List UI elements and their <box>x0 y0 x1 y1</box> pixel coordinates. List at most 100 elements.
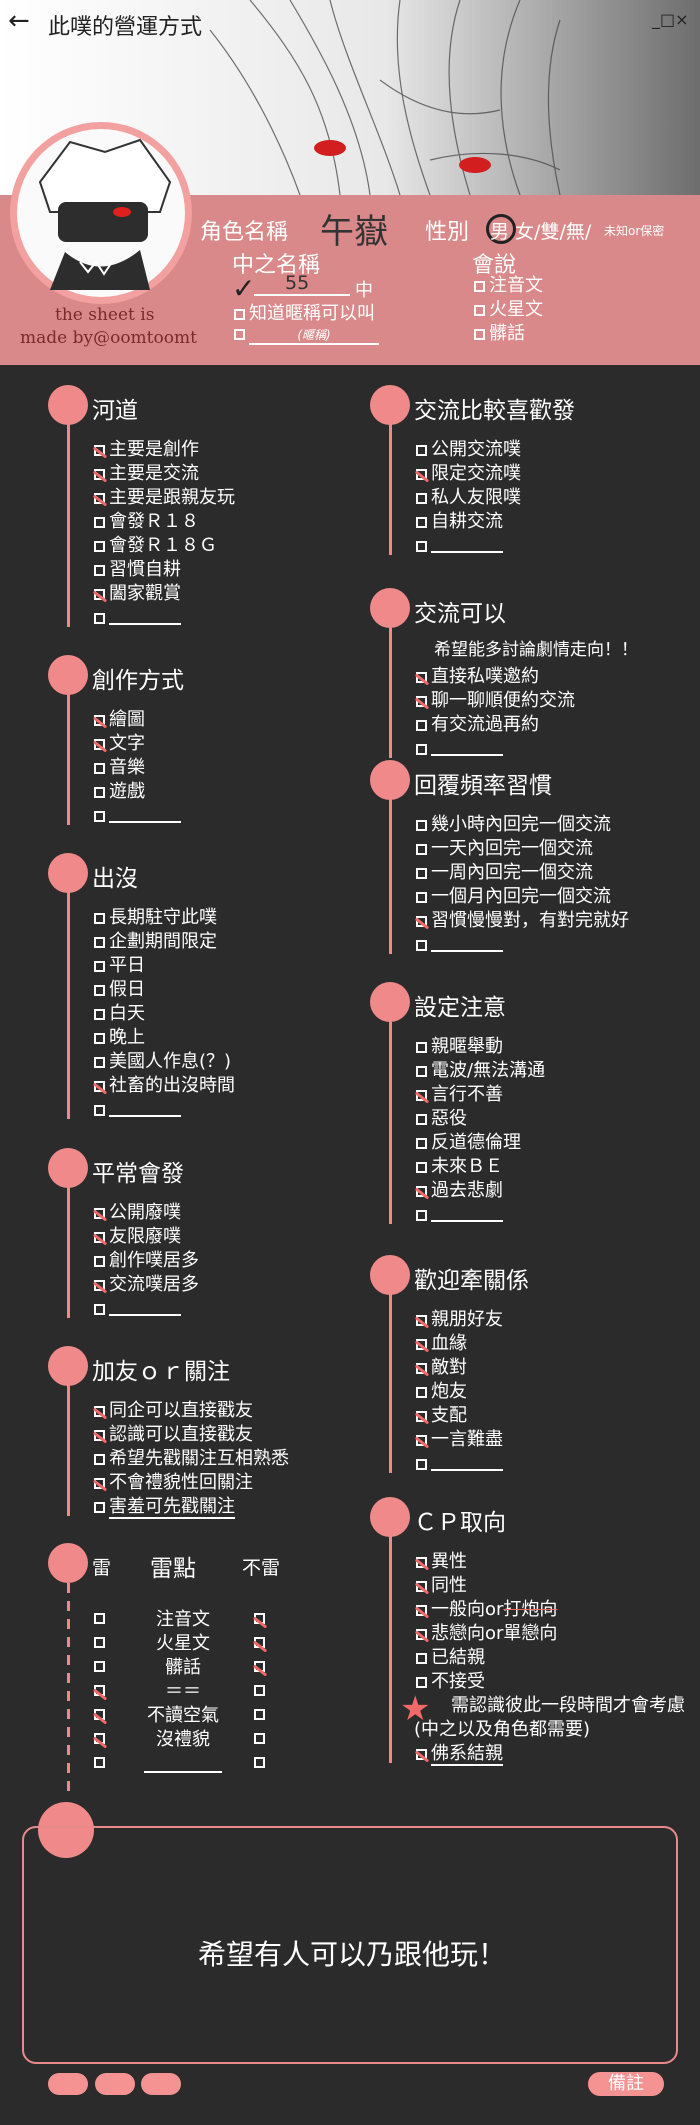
list-item[interactable]: 自耕交流 <box>416 511 503 533</box>
list-item[interactable] <box>416 1204 503 1226</box>
list-item[interactable]: 習慣慢慢對，有對完就好 <box>416 910 629 932</box>
checkbox[interactable] <box>94 1304 105 1315</box>
list-item[interactable]: 主要是跟親友玩 <box>94 487 235 509</box>
list-item[interactable] <box>416 934 503 956</box>
list-item[interactable]: 反道德倫理 <box>416 1132 521 1154</box>
list-item[interactable]: 親暱舉動 <box>416 1036 503 1058</box>
list-item[interactable]: 害羞可先戳關注 <box>94 1496 235 1519</box>
list-item[interactable]: 炮友 <box>416 1381 467 1403</box>
list-item[interactable]: 晚上 <box>94 1027 145 1049</box>
nick-value[interactable]: 55 <box>285 272 310 294</box>
checkbox[interactable] <box>416 844 427 855</box>
lei-left-checkbox[interactable] <box>94 1661 105 1672</box>
list-item[interactable]: 直接私噗邀約 <box>416 666 539 688</box>
checkbox[interactable] <box>416 1162 427 1173</box>
list-item[interactable]: 一言難盡 <box>416 1429 503 1451</box>
list-item[interactable]: 異性 <box>416 1551 467 1573</box>
list-item[interactable]: 會發Ｒ１８Ｇ <box>94 535 217 557</box>
checkbox[interactable] <box>416 744 427 755</box>
list-item[interactable]: 支配 <box>416 1405 467 1427</box>
list-item[interactable] <box>94 607 181 629</box>
checkbox[interactable] <box>416 1653 427 1664</box>
list-item[interactable]: 私人友限噗 <box>416 487 521 509</box>
checkbox[interactable] <box>94 1454 105 1465</box>
list-item[interactable]: 需認識彼此一段時間才會考慮 <box>436 1695 685 1717</box>
list-item[interactable]: 佛系結親 <box>416 1743 503 1766</box>
checkbox[interactable] <box>416 720 427 731</box>
list-item[interactable]: (中之以及角色都需要) <box>414 1719 590 1741</box>
checkbox[interactable] <box>416 1042 427 1053</box>
checkbox[interactable] <box>94 913 105 924</box>
list-item[interactable]: 企劃期間限定 <box>94 931 217 953</box>
list-item[interactable] <box>94 1298 181 1320</box>
list-item[interactable]: 交流噗居多 <box>94 1274 199 1296</box>
list-item[interactable]: 不接受 <box>416 1671 485 1693</box>
checkbox[interactable] <box>416 1387 427 1398</box>
list-item[interactable]: 平日 <box>94 955 145 977</box>
list-item[interactable]: 認識可以直接戳友 <box>94 1424 253 1446</box>
list-item[interactable]: 社畜的出沒時間 <box>94 1075 235 1097</box>
blank-line[interactable] <box>431 740 503 756</box>
list-item[interactable]: 限定交流噗 <box>416 463 521 485</box>
gender-extra[interactable]: 未知or保密 <box>604 224 665 238</box>
blank-line[interactable] <box>431 1455 503 1471</box>
back-arrow-icon[interactable]: ← <box>8 6 30 36</box>
checkbox[interactable] <box>416 1677 427 1688</box>
speak-option[interactable]: 注音文 <box>474 275 543 297</box>
blank-line[interactable] <box>109 1101 181 1117</box>
lei-left-checkbox[interactable] <box>94 1637 105 1648</box>
list-item[interactable]: 公開交流噗 <box>416 439 521 461</box>
blank-line[interactable] <box>109 609 181 625</box>
speak-option[interactable]: 髒話 <box>474 323 525 345</box>
checkbox[interactable] <box>94 811 105 822</box>
list-item[interactable]: 友限廢噗 <box>94 1226 181 1248</box>
window-controls[interactable]: _□× <box>652 10 689 29</box>
checkbox[interactable] <box>474 281 485 292</box>
list-item[interactable]: 創作噗居多 <box>94 1250 199 1272</box>
list-item[interactable]: 文字 <box>94 733 145 755</box>
list-item[interactable] <box>416 1453 503 1475</box>
list-item[interactable]: 闔家觀賞 <box>94 583 181 605</box>
checkbox[interactable] <box>94 1105 105 1116</box>
lei-left-checkbox[interactable] <box>94 1613 105 1624</box>
list-item[interactable]: 會發Ｒ１８ <box>94 511 199 533</box>
list-item[interactable]: 主要是創作 <box>94 439 199 461</box>
list-item[interactable]: 有交流過再約 <box>416 714 539 736</box>
list-item[interactable]: 電波/無法溝通 <box>416 1060 545 1082</box>
list-item[interactable]: 希望先戳關注互相熟悉 <box>94 1448 289 1470</box>
blank-line[interactable] <box>431 1206 503 1222</box>
checkbox[interactable] <box>416 493 427 504</box>
list-item[interactable]: 習慣自耕 <box>94 559 181 581</box>
speak-option[interactable]: 火星文 <box>474 299 543 321</box>
list-item[interactable]: 聊一聊順便約交流 <box>416 690 575 712</box>
checkbox[interactable] <box>416 820 427 831</box>
tab-2-button[interactable] <box>95 2073 135 2095</box>
checkbox[interactable] <box>416 1114 427 1125</box>
list-item[interactable] <box>416 738 503 760</box>
checkbox[interactable] <box>416 940 427 951</box>
list-item[interactable] <box>94 805 181 827</box>
list-item[interactable]: 一個月內回完一個交流 <box>416 886 611 908</box>
checkbox[interactable] <box>94 985 105 996</box>
list-item[interactable]: 悲戀向or單戀向 <box>416 1623 557 1645</box>
checkbox[interactable] <box>94 937 105 948</box>
list-item[interactable]: 過去悲劇 <box>416 1180 503 1202</box>
checkbox[interactable] <box>416 892 427 903</box>
nick-opt3[interactable]: (暱稱) <box>234 323 379 345</box>
list-item[interactable]: 公開廢噗 <box>94 1202 181 1224</box>
list-item[interactable]: 已結親 <box>416 1647 485 1669</box>
lei-right-checkbox[interactable] <box>254 1685 265 1696</box>
list-item[interactable]: 主要是交流 <box>94 463 199 485</box>
list-item[interactable]: 遊戲 <box>94 781 145 803</box>
checkbox[interactable] <box>94 1057 105 1068</box>
checkbox[interactable] <box>416 517 427 528</box>
blank-line[interactable] <box>431 936 503 952</box>
checkbox[interactable] <box>94 961 105 972</box>
list-item[interactable]: 音樂 <box>94 757 145 779</box>
checkbox[interactable] <box>94 1033 105 1044</box>
checkbox[interactable] <box>94 763 105 774</box>
list-item[interactable]: 假日 <box>94 979 145 1001</box>
blank-line[interactable] <box>144 1771 222 1773</box>
checkbox[interactable] <box>416 445 427 456</box>
list-item[interactable]: 幾小時內回完一個交流 <box>416 814 611 836</box>
